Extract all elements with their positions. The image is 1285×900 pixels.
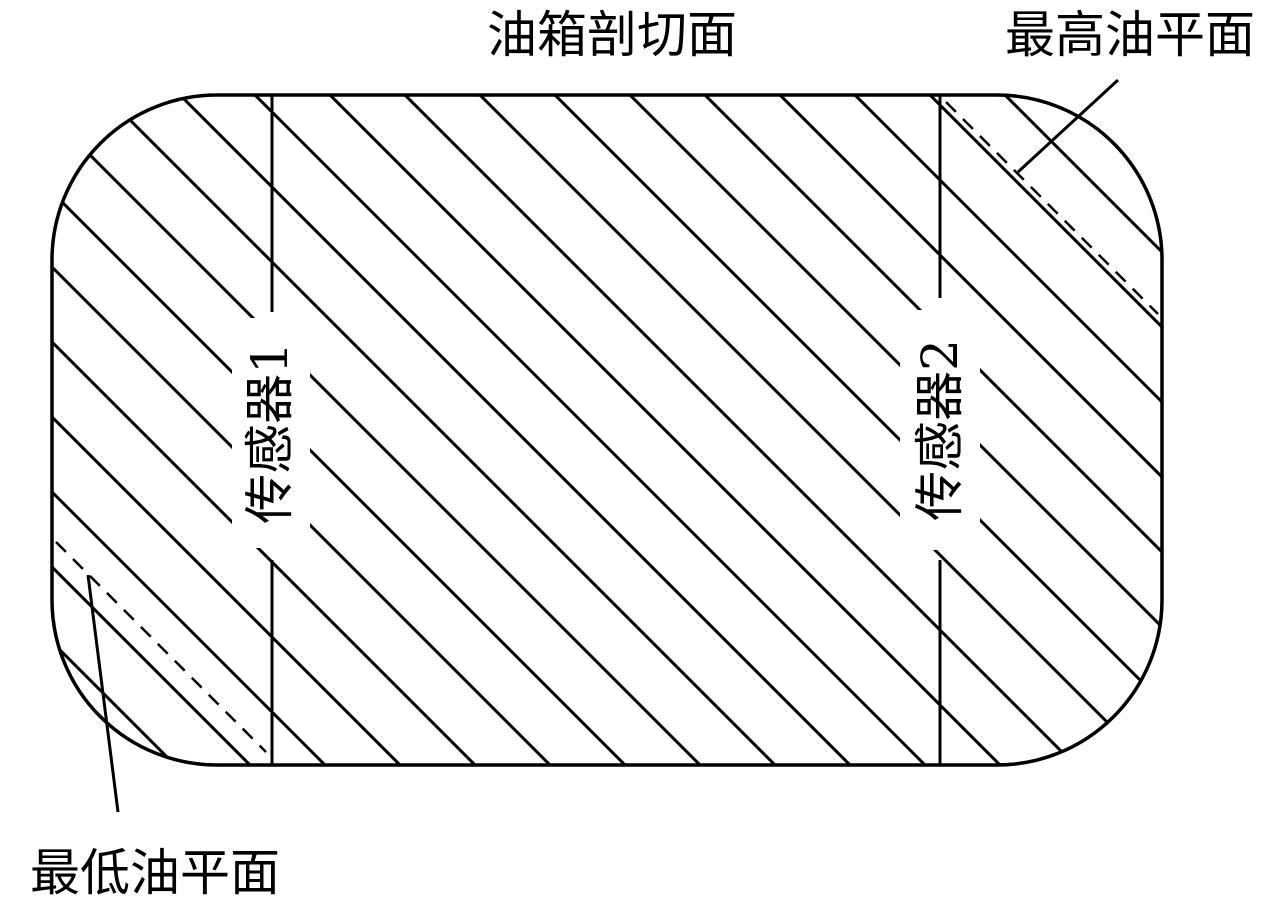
hatch-line <box>1023 95 1162 765</box>
min-level-leader-line <box>86 574 120 813</box>
hatch-line <box>798 95 1162 765</box>
max-oil-level-line <box>945 101 1159 315</box>
min-oil-level-line <box>55 541 267 753</box>
max-level-leader-line <box>1016 78 1120 174</box>
max-oil-level-label: 最高油平面 <box>1005 6 1255 64</box>
hatch-line <box>52 95 457 765</box>
hatch-line <box>52 95 232 765</box>
hatch-line <box>1250 40 1285 820</box>
hatch-line <box>1175 40 1285 820</box>
hatch-line <box>873 95 1162 765</box>
hatch-line <box>723 95 1162 765</box>
hatch-line <box>52 95 832 765</box>
hatch-line <box>52 95 607 765</box>
tank-outline <box>50 93 1164 767</box>
hatch-line <box>52 95 157 765</box>
hatch-line <box>52 95 382 765</box>
sensor1-label-background <box>232 318 310 548</box>
hatch-line <box>273 95 1057 765</box>
hatch-line <box>52 95 307 765</box>
hatch-line <box>52 95 82 765</box>
diagram-title: 油箱剖切面 <box>487 6 737 64</box>
hatch-line <box>648 95 1162 765</box>
sensor2-label-background <box>900 310 980 550</box>
hatch-line <box>348 95 1132 765</box>
sensor2-label: 传感器2 <box>911 339 969 521</box>
min-oil-level-label: 最低油平面 <box>30 844 280 900</box>
hatch-line <box>198 95 982 765</box>
hatch-line <box>52 95 532 765</box>
hatch-line <box>123 95 907 765</box>
hatch-line <box>52 95 757 765</box>
sensor1-label: 传感器1 <box>241 342 299 524</box>
hatch-line <box>423 95 1162 765</box>
tank-cross-section-hatching <box>52 40 1285 820</box>
hatch-line <box>948 95 1162 765</box>
